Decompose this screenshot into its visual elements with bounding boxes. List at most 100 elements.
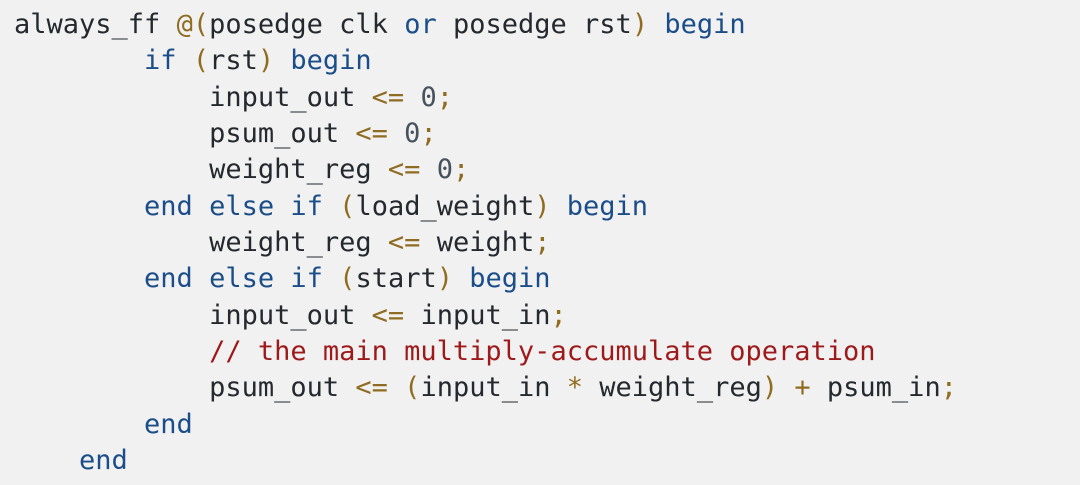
code-line: psum_out <= 0; (14, 116, 1080, 152)
code-token (404, 82, 420, 113)
code-line: end (14, 443, 1080, 479)
code-token: psum_out (209, 372, 340, 404)
code-line: end (14, 407, 1080, 443)
code-token: ) (631, 9, 649, 40)
code-token (274, 263, 290, 294)
code-token: if (290, 263, 323, 295)
code-token: <= (371, 299, 405, 331)
code-token: clk (339, 9, 388, 40)
code-token (14, 445, 79, 476)
code-token: ; (420, 117, 437, 149)
code-line: // the main multiply-accumulate operatio… (14, 334, 1080, 370)
code-token (274, 45, 290, 76)
code-token (648, 9, 664, 40)
code-token: ; (534, 226, 551, 258)
code-token (550, 372, 566, 403)
code-token: begin (566, 190, 649, 222)
code-token: begin (664, 9, 746, 40)
code-token (388, 118, 404, 149)
code-token (14, 118, 209, 149)
code-token: 0 (404, 117, 421, 149)
code-token: posedge (209, 9, 323, 40)
code-token: weight_reg (209, 154, 372, 186)
code-token (14, 409, 144, 440)
code-token: posedge (452, 9, 567, 40)
code-token (323, 9, 339, 40)
code-token (372, 154, 388, 185)
code-token (583, 372, 599, 403)
code-token: input_in (420, 372, 551, 404)
code-line: input_out <= 0; (14, 80, 1080, 116)
code-token (193, 263, 209, 294)
code-token: or (404, 9, 437, 40)
code-token: 0 (420, 81, 437, 113)
code-token (388, 9, 404, 40)
code-line: weight_reg <= weight; (14, 225, 1080, 261)
code-token (811, 372, 827, 403)
code-token (778, 372, 794, 403)
code-token (323, 191, 339, 222)
code-token: end (144, 190, 193, 222)
code-token: ) (257, 45, 275, 77)
code-line: end else if (start) begin (14, 261, 1080, 297)
code-token: ) (436, 263, 453, 295)
code-token (567, 9, 583, 40)
code-token: end (79, 444, 128, 476)
code-token: input_out (209, 81, 356, 113)
code-token: input_out (209, 299, 356, 331)
code-line: if (rst) begin (14, 43, 1080, 79)
code-token: weight_reg (599, 372, 762, 404)
code-token: end (144, 263, 193, 295)
code-token: start (355, 263, 437, 295)
code-token: load_weight (355, 190, 535, 222)
code-token: else (209, 263, 275, 295)
code-token (274, 191, 290, 222)
code-token (420, 154, 436, 185)
code-token: <= (355, 372, 388, 404)
code-line: always_ff @(posedge clk or posedge rst) … (14, 7, 1080, 43)
code-token: ( (404, 372, 421, 404)
code-token: <= (387, 154, 421, 186)
code-token: @( (176, 9, 210, 40)
code-token: weight (436, 226, 535, 258)
code-token: ) (761, 372, 779, 404)
code-token: psum_out (209, 117, 340, 149)
code-token: ; (940, 372, 957, 404)
code-token: 0 (436, 154, 453, 186)
code-token: psum_in (826, 372, 941, 404)
code-token (388, 372, 404, 403)
code-token: <= (387, 226, 421, 258)
code-token (14, 336, 209, 367)
code-line: input_out <= input_in; (14, 298, 1080, 334)
code-token: ) (534, 190, 551, 222)
code-token: ( (339, 263, 356, 295)
code-token (323, 263, 339, 294)
code-token: ; (452, 154, 470, 186)
code-line: psum_out <= (input_in * weight_reg) + ps… (14, 370, 1080, 406)
code-token (355, 300, 371, 331)
code-token (372, 227, 388, 258)
code-token (160, 9, 176, 40)
code-token: ( (339, 190, 356, 222)
code-token (404, 300, 420, 331)
code-token: else (209, 190, 275, 222)
code-token (453, 263, 469, 294)
code-token (14, 227, 209, 258)
code-token (339, 118, 355, 149)
code-token: + (794, 372, 811, 404)
code-token (355, 82, 371, 113)
code-token (551, 191, 567, 222)
code-line: end else if (load_weight) begin (14, 189, 1080, 225)
code-token: <= (355, 117, 388, 149)
code-token (14, 154, 209, 185)
code-token (14, 263, 144, 294)
code-token (437, 9, 453, 40)
code-token: end (144, 408, 193, 440)
code-token: rst (583, 9, 632, 40)
code-token: rst (209, 45, 258, 77)
code-token: input_in (420, 299, 551, 331)
code-token: <= (371, 81, 405, 113)
code-token (14, 372, 209, 403)
